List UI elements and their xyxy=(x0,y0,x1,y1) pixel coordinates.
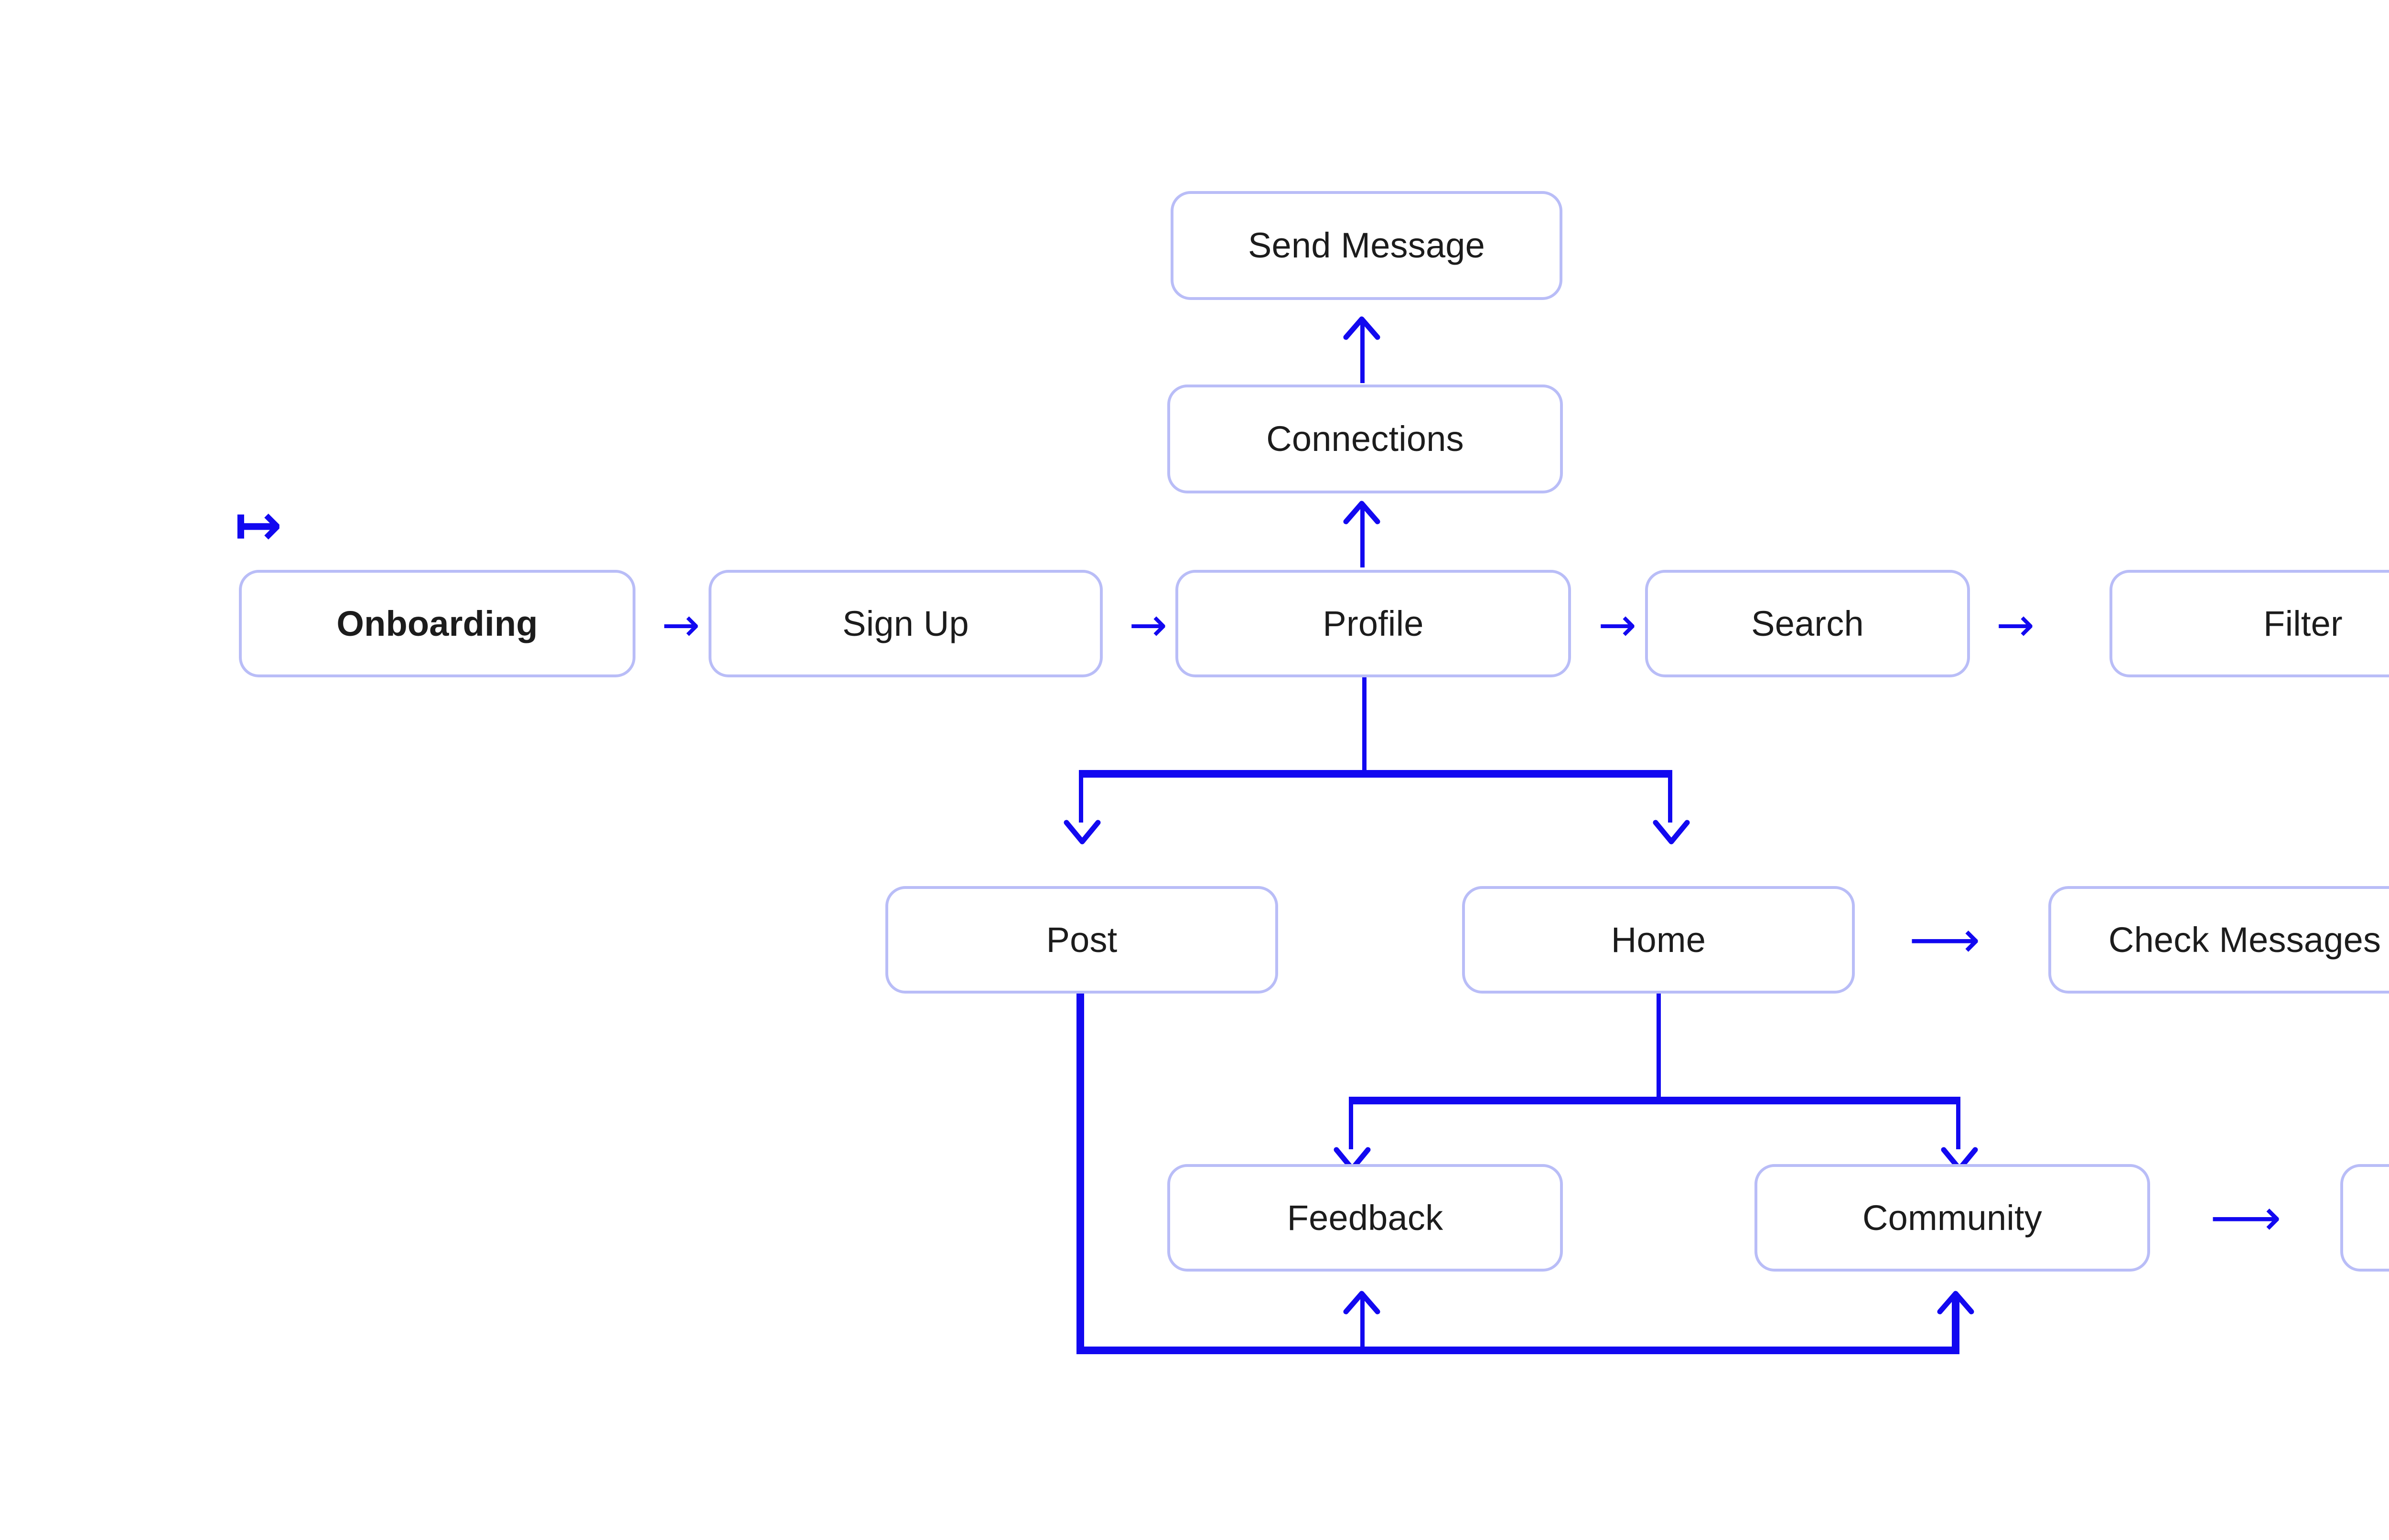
start-arrow-icon: ↦ xyxy=(234,492,282,558)
connector-connections-to-sendmessage-line xyxy=(1360,321,1365,383)
node-share[interactable]: Share xyxy=(2340,1164,2389,1272)
node-sign-up[interactable]: Sign Up xyxy=(709,570,1103,677)
arrow-community-to-share-icon: ⟶ xyxy=(2210,1188,2281,1247)
arrowhead-profile-to-home-icon xyxy=(1650,812,1693,848)
arrowhead-profile-to-connections-icon xyxy=(1340,497,1383,530)
connector-home-to-feedback-drop xyxy=(1349,1097,1353,1149)
arrowhead-post-to-feedback-icon xyxy=(1340,1287,1383,1320)
arrowhead-connections-to-sendmessage-icon xyxy=(1340,312,1383,346)
connector-profile-branch-trunk xyxy=(1362,677,1367,773)
connector-home-branch-bus xyxy=(1349,1097,1960,1104)
node-community[interactable]: Community xyxy=(1754,1164,2150,1272)
connector-home-to-community-drop xyxy=(1956,1097,1960,1149)
connector-post-return-bus xyxy=(1076,1347,1959,1354)
node-send-message[interactable]: Send Message xyxy=(1171,191,1562,300)
connector-post-to-community-riser xyxy=(1952,1295,1959,1348)
arrowhead-post-to-community-icon xyxy=(1934,1287,1977,1320)
arrowhead-profile-to-post-icon xyxy=(1061,812,1104,848)
node-feedback[interactable]: Feedback xyxy=(1167,1164,1563,1272)
node-connections[interactable]: Connections xyxy=(1167,385,1563,493)
node-filter[interactable]: Filter xyxy=(2109,570,2389,677)
node-home[interactable]: Home xyxy=(1462,886,1855,994)
connector-profile-branch-bus xyxy=(1079,770,1672,778)
connector-profile-to-connections-line xyxy=(1360,505,1365,567)
connector-post-to-feedback-riser xyxy=(1360,1295,1365,1348)
node-search[interactable]: Search xyxy=(1645,570,1970,677)
arrow-signup-to-profile-icon: → xyxy=(1129,598,1168,652)
arrow-onboarding-to-signup-icon: → xyxy=(661,598,700,652)
connector-home-branch-trunk xyxy=(1657,994,1661,1100)
node-post[interactable]: Post xyxy=(885,886,1278,994)
connector-post-return-down xyxy=(1076,994,1084,1354)
node-profile[interactable]: Profile xyxy=(1175,570,1571,677)
node-check-messages[interactable]: Check Messages xyxy=(2048,886,2389,994)
node-onboarding[interactable]: Onboarding xyxy=(239,570,635,677)
arrow-home-to-checkmessages-icon: ⟶ xyxy=(1909,910,1980,969)
arrow-search-to-filter-icon: → xyxy=(1996,598,2035,652)
connector-profile-to-home-drop xyxy=(1668,770,1672,823)
connector-profile-to-post-drop xyxy=(1079,770,1083,823)
arrow-profile-to-search-icon: → xyxy=(1598,598,1637,652)
